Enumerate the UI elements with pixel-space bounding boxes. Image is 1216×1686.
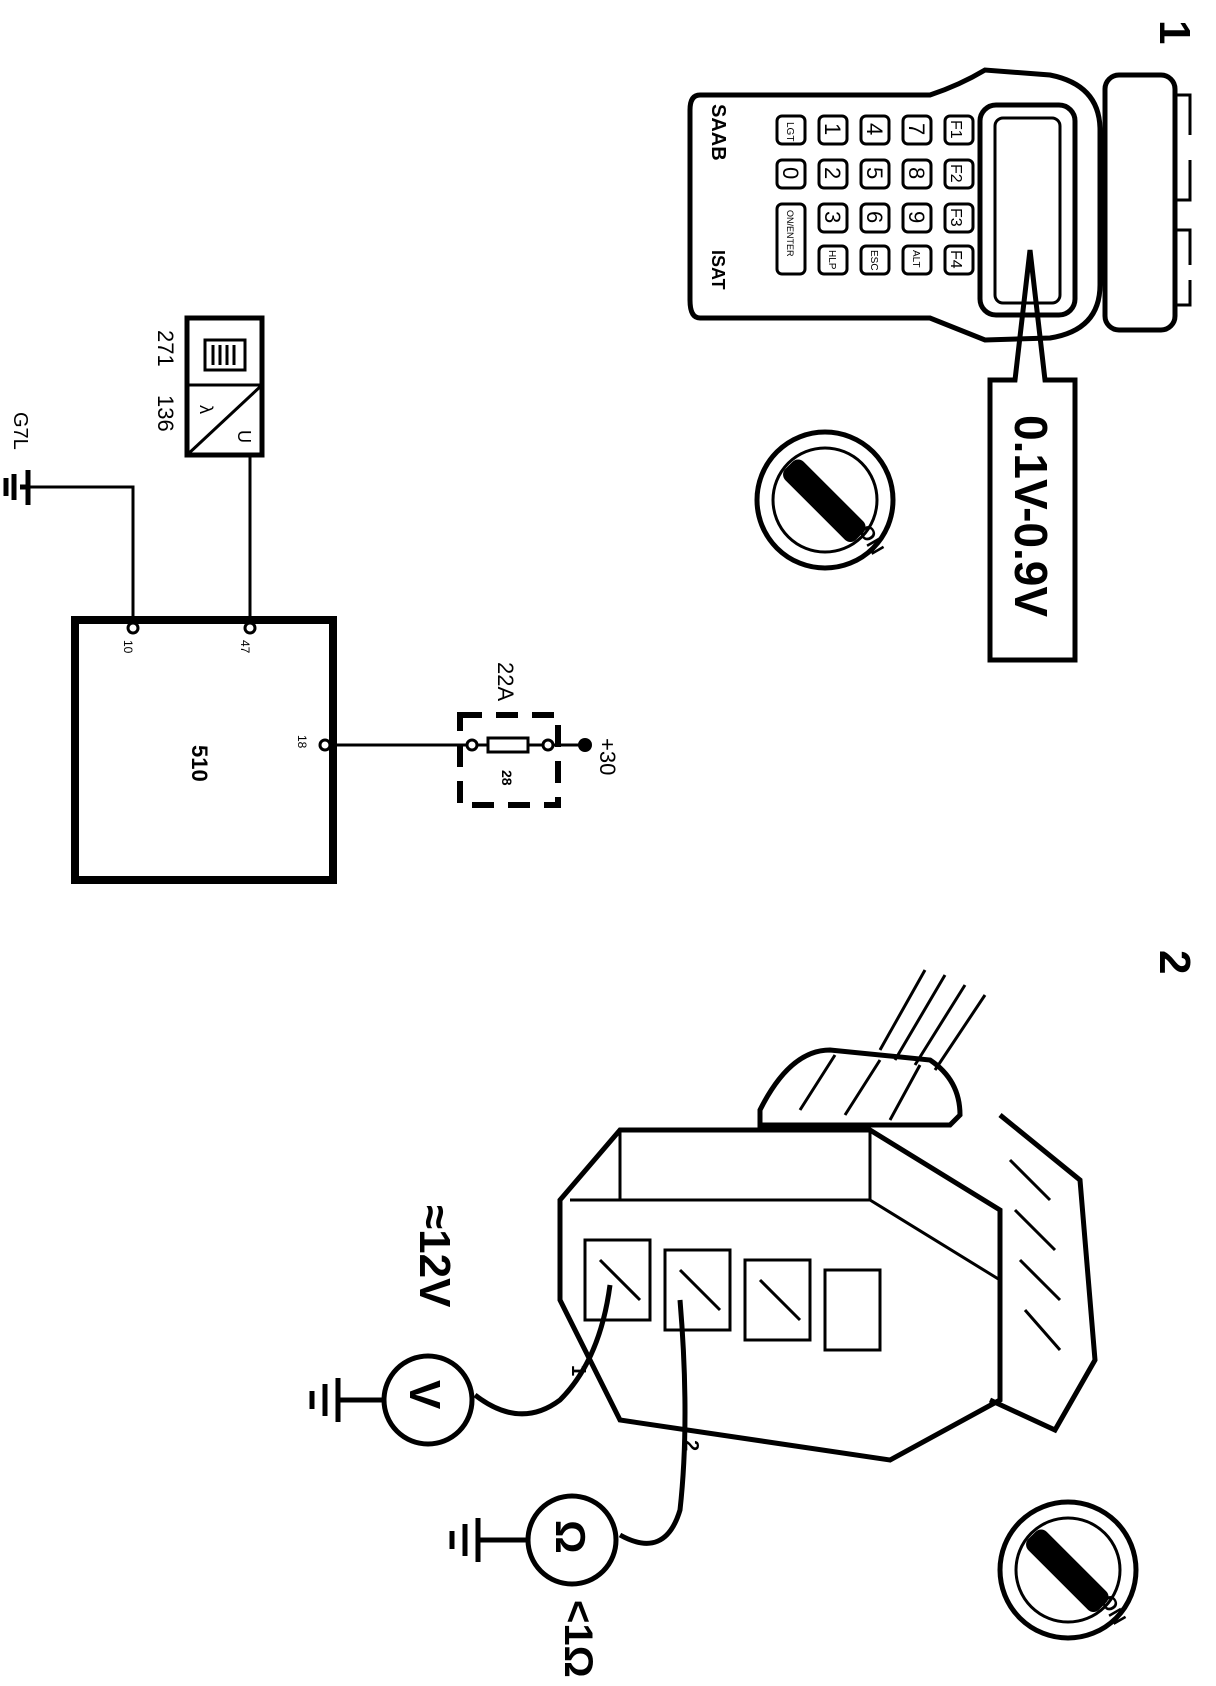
reading-callout-box [987, 249, 1078, 663]
svg-text:3: 3 [820, 211, 845, 223]
key-5: 5 [859, 158, 891, 190]
scanner-brand: SAAB [707, 104, 729, 161]
wiring-schematic: 510 10 47 18 G7L λ U 271 136 22A 28 [3, 315, 620, 884]
fuse-box-outline [457, 712, 561, 808]
key-1: 1 [817, 114, 849, 146]
svg-text:6: 6 [862, 211, 887, 223]
step-number-1: 1 [1150, 20, 1199, 44]
key-f3: F3 [943, 202, 975, 234]
svg-text:8: 8 [904, 167, 929, 179]
svg-text:F3: F3 [947, 208, 964, 227]
pin-47-label: 47 [238, 640, 252, 654]
svg-text:ON/ENTER: ON/ENTER [785, 210, 795, 257]
scanner-body [687, 67, 1103, 343]
voltmeter-symbol: V [400, 1380, 449, 1410]
fuse-rating-label: 22A [493, 662, 518, 701]
pin-10-dot [126, 621, 140, 635]
svg-text:F2: F2 [947, 164, 964, 183]
pin-18-label: 18 [295, 735, 309, 749]
voltmeter: V ≈12V [309, 1205, 475, 1447]
ground-label: G7L [9, 412, 31, 450]
svg-text:F4: F4 [947, 250, 964, 269]
ohmmeter-symbol: Ω [547, 1520, 594, 1554]
svg-text:2: 2 [820, 167, 845, 179]
key-2: 2 [817, 158, 849, 190]
key-esc: ESC [859, 244, 891, 276]
sensor-271-label: 271 [153, 330, 178, 367]
probe-wire-2 [618, 1299, 688, 1546]
svg-text:LGT: LGT [784, 122, 795, 141]
svg-text:HLP: HLP [826, 250, 837, 270]
svg-text:0: 0 [778, 167, 803, 179]
step-number-2: 2 [1150, 950, 1199, 974]
probe-wire-1-label: 1 [567, 1365, 589, 1376]
ignition-switch-1: ON [754, 429, 896, 571]
key-alt: ALT [901, 244, 933, 276]
scanner-connector [1102, 72, 1178, 333]
key-slot-icon [783, 459, 866, 542]
connector-lock-tab [988, 1113, 1098, 1434]
key-on-enter: ON/ENTER [775, 202, 807, 276]
wiring-connector [557, 969, 1098, 1463]
svg-text:ALT: ALT [910, 250, 921, 268]
wire-pin10-ground [28, 485, 135, 623]
sensor-heater-icon [203, 338, 247, 372]
key-slot-icon-2 [1026, 1529, 1109, 1612]
pin-10-label: 10 [121, 640, 135, 654]
key-8: 8 [901, 158, 933, 190]
ecu-510-box [71, 616, 337, 884]
terminal-cavities [583, 1238, 882, 1352]
probe-wire-1 [473, 1284, 613, 1417]
connector-housing [557, 1127, 1003, 1463]
key-lgt: LGT [775, 114, 807, 146]
svg-text:1: 1 [820, 123, 845, 135]
key-7: 7 [901, 114, 933, 146]
ground-icon [3, 470, 31, 505]
sensor-lambda-symbol: λ [196, 405, 216, 414]
voltmeter-ground-icon [309, 1378, 384, 1422]
fuse-number-label: 28 [499, 770, 515, 786]
svg-text:ESC: ESC [868, 250, 879, 271]
key-f4: F4 [943, 244, 975, 276]
reading-callout-value: 0.1V-0.9V [1005, 415, 1057, 617]
key-3: 3 [817, 202, 849, 234]
ohmmeter-ground-icon [449, 1518, 528, 1562]
pin-47-dot [243, 621, 257, 635]
svg-text:5: 5 [862, 167, 887, 179]
probe-wire-2-label: 2 [680, 1440, 702, 1451]
resistance-value: <1Ω [556, 1600, 600, 1678]
supply-terminal-dot [578, 738, 592, 752]
key-0: 0 [775, 158, 807, 190]
wire-boots [757, 1047, 963, 1128]
connector-pins [1175, 93, 1192, 307]
svg-text:F1: F1 [947, 120, 964, 139]
scanner-display [993, 116, 1062, 305]
key-6: 6 [859, 202, 891, 234]
sensor-136-label: 136 [153, 395, 178, 432]
key-4: 4 [859, 114, 891, 146]
ignition-switch-2: ON [997, 1499, 1139, 1641]
ecu-510-label: 510 [187, 745, 212, 782]
fuse-icon [486, 736, 530, 754]
ohmmeter: Ω <1Ω [449, 1493, 619, 1678]
svg-text:9: 9 [904, 211, 929, 223]
harness-wires [878, 969, 987, 1071]
key-f2: F2 [943, 158, 975, 190]
scanner-display-frame [977, 102, 1078, 318]
svg-text:4: 4 [862, 123, 887, 135]
voltage-value: ≈12V [410, 1205, 459, 1308]
isat-scanner: SAAB ISAT LGT 0 ON/ENTER 1 2 [687, 67, 1192, 663]
key-hlp: HLP [817, 244, 849, 276]
sensor-u-symbol: U [234, 430, 254, 443]
key-9: 9 [901, 202, 933, 234]
pin-18-dot [318, 738, 332, 752]
scanner-model: ISAT [708, 250, 728, 290]
key-f1: F1 [943, 114, 975, 146]
svg-text:7: 7 [904, 123, 929, 135]
supply-label: +30 [595, 738, 620, 775]
scanner-keypad: LGT 0 ON/ENTER 1 2 3 [775, 114, 975, 276]
